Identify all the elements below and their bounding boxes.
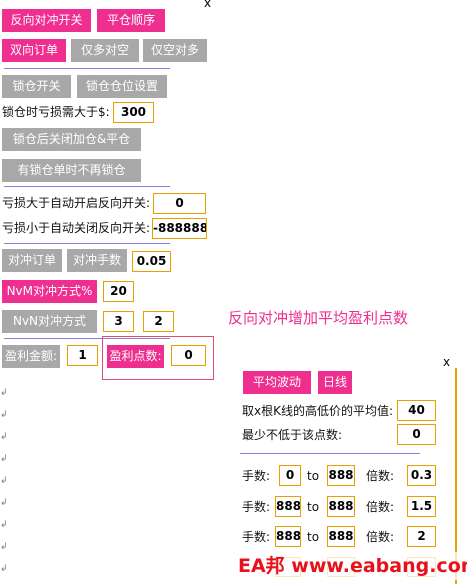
hedge-lots-input[interactable]: 0.05: [132, 251, 171, 272]
lots-from-input[interactable]: 888: [275, 496, 301, 517]
auto-off-input[interactable]: -888888: [152, 218, 207, 239]
watermark-text: EA邦 www.eabang.com: [236, 552, 467, 580]
reverse-hedge-switch-button[interactable]: 反向对冲开关: [2, 9, 91, 32]
min-points-label: 最少不低于该点数:: [242, 428, 343, 442]
close-icon[interactable]: x: [204, 0, 212, 10]
average-bars-label: 取x根K线的高低价的平均值:: [242, 404, 394, 418]
short-hedge-long-button[interactable]: 仅空对多: [143, 39, 207, 62]
highlight-box: [102, 336, 214, 380]
auto-on-label: 亏损大于自动开启反向开关:: [2, 196, 151, 210]
long-hedge-short-button[interactable]: 仅多对空: [71, 39, 139, 62]
multiplier-input[interactable]: 0.3: [407, 465, 436, 486]
lots-to-input[interactable]: 888: [327, 496, 355, 517]
lots-label: 手数:: [242, 530, 271, 544]
profit-points-input[interactable]: 0: [171, 345, 206, 366]
highlight-corner: [213, 368, 215, 378]
separator: [4, 68, 170, 69]
close-add-after-lock-button[interactable]: 锁仓后关闭加仓&平仓: [2, 128, 141, 151]
lots-from-input[interactable]: 888: [275, 526, 301, 547]
profit-points-button[interactable]: 盈利点数:: [107, 345, 164, 368]
lock-switch-button[interactable]: 锁仓开关: [2, 75, 71, 98]
no-relock-button[interactable]: 有锁仓单时不再锁仓: [2, 159, 141, 182]
lots-to-input[interactable]: 888: [327, 526, 355, 547]
hedge-lots-button[interactable]: 对冲手数: [67, 249, 127, 272]
profit-amount-input[interactable]: 1: [67, 345, 98, 366]
nvm-input[interactable]: 20: [103, 281, 134, 302]
lots-from-input[interactable]: 0: [279, 465, 301, 486]
popup-close-icon[interactable]: x: [443, 355, 451, 369]
average-bars-input[interactable]: 40: [397, 400, 436, 421]
to-label: to: [307, 500, 320, 514]
paragraph-mark: ↲: [0, 388, 8, 398]
min-points-input[interactable]: 0: [397, 424, 436, 445]
paragraph-mark: ↲: [0, 542, 8, 552]
multiplier-label: 倍数:: [366, 530, 395, 544]
profit-amount-button[interactable]: 盈利金额:: [2, 345, 60, 368]
multiplier-input[interactable]: 1.5: [407, 496, 436, 517]
dual-order-button[interactable]: 双向订单: [2, 39, 66, 62]
separator: [240, 453, 420, 454]
auto-off-label: 亏损小于自动关闭反向开关:: [2, 221, 151, 235]
multiplier-input[interactable]: 2: [407, 526, 436, 547]
separator: [4, 186, 170, 187]
lock-loss-input[interactable]: 300: [113, 102, 154, 123]
hedge-order-button[interactable]: 对冲订单: [2, 249, 62, 272]
auto-on-input[interactable]: 0: [153, 193, 206, 214]
lots-label: 手数:: [242, 469, 271, 483]
paragraph-mark: ↲: [0, 410, 8, 420]
separator: [4, 338, 170, 339]
average-wave-button[interactable]: 平均波动: [243, 371, 311, 394]
nvn-hedge-mode-button[interactable]: NvN对冲方式: [2, 310, 97, 333]
paragraph-mark: ↲: [0, 498, 8, 508]
multiplier-label: 倍数:: [366, 469, 395, 483]
popup-right-border: [455, 368, 457, 584]
annotation-text: 反向对冲增加平均盈利点数: [228, 309, 409, 327]
separator: [4, 243, 170, 244]
lots-to-input[interactable]: 888: [327, 465, 355, 486]
paragraph-mark: ↲: [0, 432, 8, 442]
paragraph-mark: ↲: [0, 454, 8, 464]
paragraph-mark: ↲: [0, 476, 8, 486]
multiplier-label: 倍数:: [366, 500, 395, 514]
paragraph-mark: ↲: [0, 520, 8, 530]
paragraph-mark: ↲: [0, 564, 8, 574]
lock-loss-label: 锁仓时亏损需大于$:: [2, 105, 110, 119]
close-order-sequence-button[interactable]: 平仓顺序: [97, 9, 165, 32]
daily-button[interactable]: 日线: [318, 371, 352, 394]
nvn-input-2[interactable]: 2: [143, 311, 174, 332]
nvm-hedge-mode-button[interactable]: NvM对冲方式%: [2, 280, 97, 303]
to-label: to: [307, 530, 320, 544]
lock-position-settings-button[interactable]: 锁仓仓位设置: [77, 75, 167, 98]
lots-label: 手数:: [242, 500, 271, 514]
nvn-input-1[interactable]: 3: [103, 311, 134, 332]
to-label: to: [307, 469, 320, 483]
